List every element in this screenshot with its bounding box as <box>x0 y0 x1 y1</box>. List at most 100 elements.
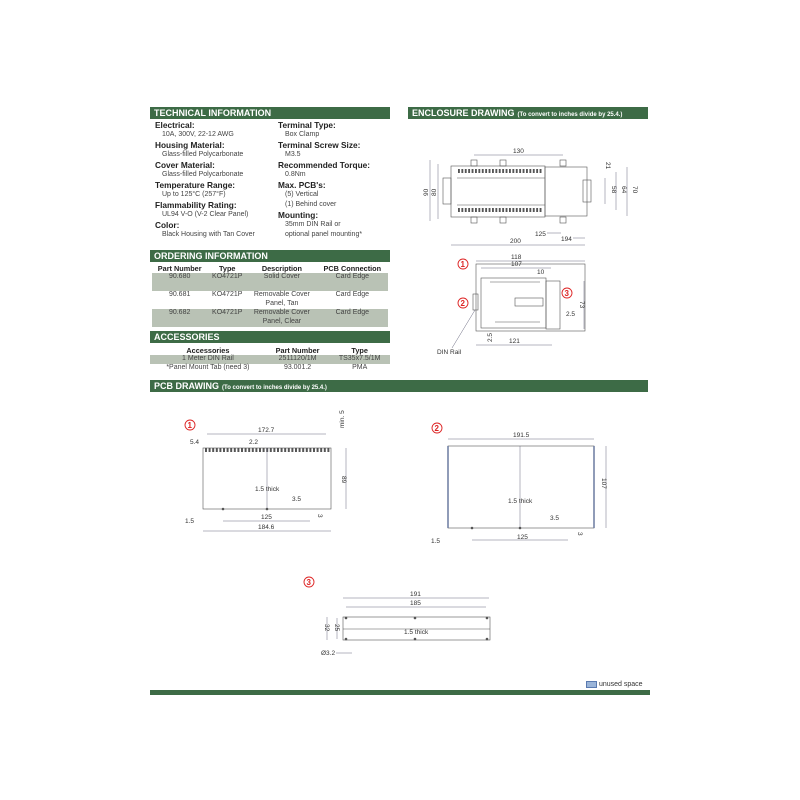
contact <box>485 169 488 173</box>
contact <box>509 169 511 173</box>
dim-64: 64 <box>620 186 627 194</box>
contact <box>255 448 258 452</box>
pcb2-thickness: 1.5 thick <box>508 498 533 505</box>
spec-value: Up to 125°C (257°F) <box>162 191 226 198</box>
spec-label: Mounting: <box>278 210 319 220</box>
pcb-title: PCB DRAWING <box>154 381 219 391</box>
contact <box>505 169 508 173</box>
pcb1-dim-3: 3 <box>316 514 323 518</box>
contact <box>478 208 481 212</box>
contact <box>233 448 236 452</box>
contact <box>226 448 229 452</box>
contact <box>498 169 501 173</box>
dim-2-5: 2.5 <box>566 311 575 318</box>
pcb-drawing-header: PCB DRAWING(To convert to inches divide … <box>150 380 648 392</box>
contact <box>244 448 247 452</box>
contact <box>481 208 484 212</box>
contact <box>502 169 505 173</box>
enclosure-side-view: 118 107 10 73 2.5 2.5 121 DIN Rail 1 2 3 <box>437 254 586 356</box>
contact <box>269 448 272 452</box>
pcb2-dim-1-5: 1.5 <box>431 538 440 545</box>
pcb-drawing-3: 3 191 185 32 25 1.5 thick Ø3.2 <box>303 576 491 657</box>
pcb1-width: 172.7 <box>258 427 275 434</box>
pcb1-height: 89 <box>340 476 347 484</box>
contact <box>215 448 218 452</box>
unused-space-swatch <box>586 680 597 688</box>
enclosure-drawing-header: ENCLOSURE DRAWING(To convert to inches d… <box>408 107 648 119</box>
contact <box>313 448 315 452</box>
pcb1-dim-2-2: 2.2 <box>249 439 258 446</box>
dim-10: 10 <box>537 269 545 276</box>
pcb2-hole: 3.5 <box>550 515 559 522</box>
spec-value: Glass-filled Polycarbonate <box>162 171 244 178</box>
contact <box>515 169 518 173</box>
contact <box>536 169 539 173</box>
contact <box>223 448 225 452</box>
pcb3-diameter: Ø3.2 <box>321 650 335 657</box>
desc-line: Removable Cover <box>253 291 310 298</box>
contact <box>458 208 460 212</box>
contact <box>522 169 525 173</box>
contact <box>512 208 515 212</box>
contact <box>219 448 222 452</box>
contact <box>475 169 477 173</box>
col-header: Type <box>351 346 368 355</box>
spec-label: Recommended Torque: <box>278 160 371 170</box>
contact <box>237 448 240 452</box>
spec-value: 35mm DIN Rail or <box>285 221 341 228</box>
accessories-table: Accessories Part Number Type 1 Meter DIN… <box>150 346 390 372</box>
pcb3-width-2: 185 <box>410 600 421 607</box>
cell-part: 93.001.2 <box>283 363 312 371</box>
contact <box>519 169 522 173</box>
spec-label: Max. PCB's: <box>278 180 326 190</box>
dim-200: 200 <box>510 238 521 245</box>
pcb2-height: 107 <box>600 478 607 489</box>
contact <box>478 169 481 173</box>
contact <box>529 208 532 212</box>
contact <box>273 448 276 452</box>
ordering-info-header: ORDERING INFORMATION <box>150 250 390 262</box>
callout-2: 2 <box>461 299 466 308</box>
col-header: PCB Connection <box>323 264 382 273</box>
contact <box>464 169 467 173</box>
contact <box>536 208 539 212</box>
pcb-drawing-1: 1 172.7 5.4 2.2 min. 5 89 1.5 thick 3.5 … <box>184 410 347 532</box>
contact <box>468 208 471 212</box>
contact <box>505 208 508 212</box>
col-header: Type <box>218 264 236 273</box>
pcb2-width: 191.5 <box>513 432 530 439</box>
contact <box>305 448 308 452</box>
pcb1-hole: 3.5 <box>292 496 301 503</box>
dim-194: 194 <box>561 236 572 243</box>
dim-118: 118 <box>511 254 522 261</box>
dim-107: 107 <box>511 261 522 268</box>
dim-121: 121 <box>509 338 520 345</box>
desc-line: Panel, Clear <box>262 317 302 325</box>
pcb-drawing-2: 2 191.5 107 1.5 thick 3.5 125 3 1.5 <box>431 422 607 545</box>
spec-label: Electrical: <box>155 120 195 130</box>
spec-label: Color: <box>155 220 180 230</box>
contact <box>212 448 215 452</box>
cell-type: PMA <box>352 363 368 371</box>
table-header-row: Part Number Type Description PCB Connect… <box>152 264 388 273</box>
spec-value: Black Housing with Tan Cover <box>162 231 255 238</box>
din-rail-label: DIN Rail <box>437 349 462 356</box>
spec-label: Housing Material: <box>155 140 225 150</box>
spec-label: Cover Material: <box>155 160 215 170</box>
pcb2-dim-3: 3 <box>576 532 583 536</box>
dim-130: 130 <box>513 148 524 155</box>
contact <box>464 208 467 212</box>
table-row: *Panel Mount Tab (need 3) 93.001.2 PMA <box>150 364 390 373</box>
dim-58: 58 <box>610 186 617 194</box>
pcb2-number: 2 <box>435 424 440 433</box>
contact <box>502 208 505 212</box>
contact <box>309 448 312 452</box>
contact <box>481 169 484 173</box>
pcb3-thickness: 1.5 thick <box>404 629 429 636</box>
contact <box>248 448 251 452</box>
cell-part: 2511120/1M <box>265 355 330 364</box>
contact <box>241 448 243 452</box>
spec-label: Flammability Rating: <box>155 200 237 210</box>
contact <box>327 448 330 452</box>
